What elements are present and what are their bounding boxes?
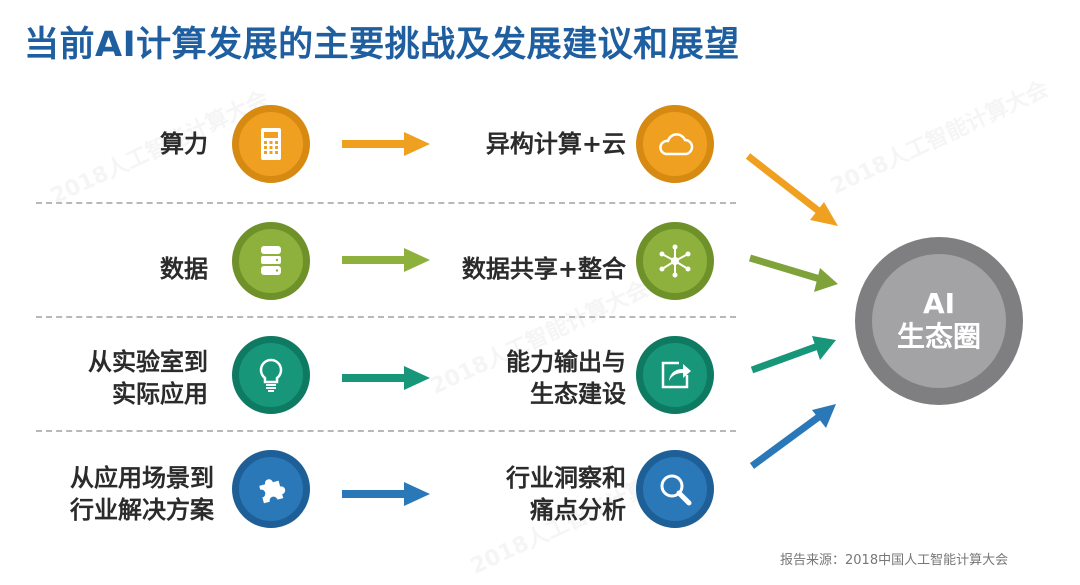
hub-inner: AI 生态圈 (872, 254, 1006, 388)
solution-label: 异构计算+云 (485, 130, 626, 158)
challenge-icon-circle (232, 336, 310, 414)
source-note: 报告来源：2018中国人工智能计算大会 (780, 553, 1009, 568)
solution-icon-circle (636, 105, 714, 183)
solution-icon-circle (636, 222, 714, 300)
arrow-right-icon (342, 132, 430, 156)
arrow-diagonal-icon (745, 153, 838, 226)
ai-ecosystem-hub: AI 生态圈 (855, 237, 1023, 405)
share-export-icon (661, 361, 691, 389)
hub-label-line2: 生态圈 (896, 320, 981, 353)
row-divider (36, 316, 736, 318)
hub-label-line1: AI (922, 287, 956, 320)
page-title: 当前AI计算发展的主要挑战及发展建议和展望 (24, 25, 740, 65)
watermark: 2018人工智能计算大会 (826, 76, 1053, 200)
puzzle-icon (259, 479, 286, 504)
solution-label: 行业洞察和 痛点分析 (440, 462, 626, 526)
challenge-label-line2: 行业解决方案 (70, 496, 214, 524)
challenge-label: 算力 (160, 130, 208, 158)
arrow-right-icon (342, 248, 430, 272)
database-icon (261, 246, 281, 275)
solution-label-line1: 能力输出与 (506, 348, 626, 376)
challenge-label: 从实验室到 实际应用 (40, 346, 208, 410)
calculator-icon (261, 128, 281, 160)
cloud-icon (659, 133, 694, 156)
challenge-label: 从应用场景到 行业解决方案 (30, 462, 214, 526)
arrow-diagonal-icon (749, 404, 836, 469)
solution-icon-circle (636, 450, 714, 528)
row-divider (36, 430, 736, 432)
challenge-icon-circle (232, 105, 310, 183)
arrow-right-icon (342, 366, 430, 390)
challenge-icon-circle (232, 450, 310, 528)
magnifier-icon (660, 474, 692, 506)
challenge-label: 数据 (160, 255, 208, 283)
solution-label: 数据共享+整合 (461, 255, 626, 283)
challenge-icon-circle (232, 222, 310, 300)
row-divider (36, 202, 736, 204)
solution-label-line2: 生态建设 (530, 380, 626, 408)
converging-arrows (745, 153, 838, 374)
challenge-label-line1: 从实验室到 (88, 348, 208, 376)
challenge-label-line2: 实际应用 (112, 380, 208, 408)
solution-label-line1: 行业洞察和 (506, 464, 626, 492)
solution-label: 能力输出与 生态建设 (440, 346, 626, 410)
arrow-diagonal-icon (750, 336, 836, 374)
solution-icon-circle (636, 336, 714, 414)
challenge-label-line1: 从应用场景到 (70, 464, 214, 492)
solution-label-line2: 痛点分析 (530, 496, 626, 524)
network-nodes-icon (659, 244, 691, 278)
arrow-diagonal-icon (748, 254, 838, 292)
arrow-right-icon (342, 482, 430, 506)
lightbulb-icon (259, 358, 283, 392)
